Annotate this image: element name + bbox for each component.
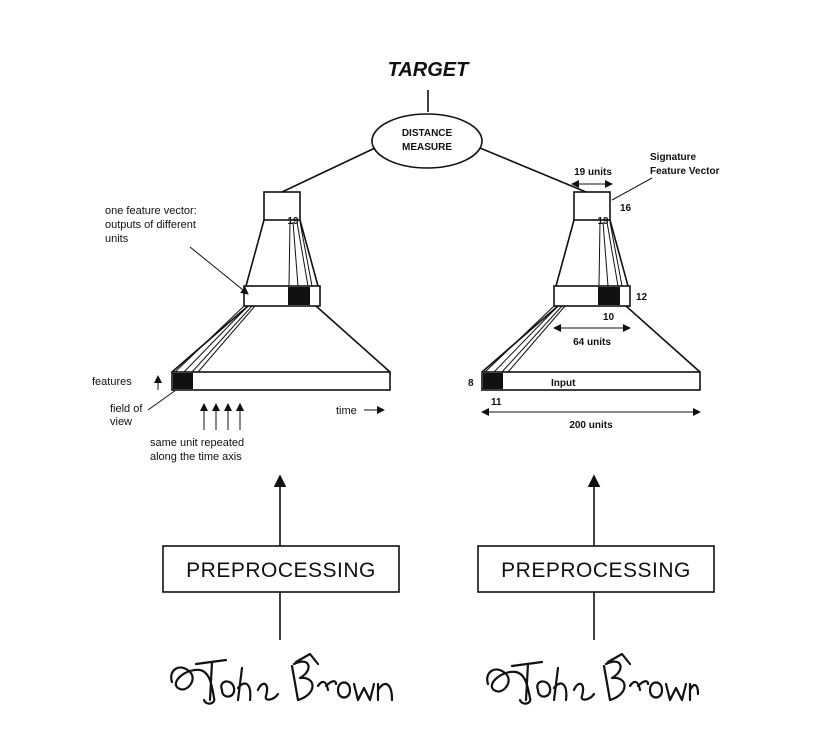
right-distance-connector — [479, 147, 587, 193]
right-preprocessing-box — [477, 545, 715, 593]
left-middle-bar-fill — [288, 287, 310, 305]
left-preprocessing-label: PREPROCESSING — [186, 559, 376, 582]
left-input-bar-fill — [173, 373, 193, 389]
left-lower-connections — [174, 305, 256, 373]
right-signature-label-2: Feature Vector — [650, 166, 720, 177]
right-middle-bar — [553, 285, 631, 307]
field-of-view-pointer — [147, 389, 177, 411]
repeated-unit-arrows — [203, 404, 240, 430]
left-upper-connections — [288, 221, 313, 287]
left-lower-trapezoid — [171, 305, 391, 373]
left-top-num: 19 — [287, 216, 299, 227]
right-200-units: 200 units — [569, 420, 613, 431]
distance-measure-label-1: DISTANCE — [402, 128, 453, 139]
right-input-bar — [481, 371, 701, 391]
right-19-units: 19 units — [574, 167, 612, 178]
right-middle-bar-fill — [598, 287, 620, 305]
left-features-label: features — [92, 376, 132, 388]
left-callout-2: outputs of different — [105, 219, 196, 231]
right-signature-label-1: Signature — [650, 152, 697, 163]
distance-measure-label-2: MEASURE — [402, 142, 452, 153]
left-distance-connector — [281, 147, 376, 193]
left-callout-3: units — [105, 233, 129, 245]
left-field-of-view-2: view — [110, 416, 132, 428]
right-num-8: 8 — [468, 378, 474, 389]
right-64-units: 64 units — [573, 337, 611, 348]
right-input-label: Input — [551, 378, 576, 389]
right-num-10: 10 — [603, 312, 615, 323]
right-network: 19 19 units Signature Feature Vector 16 … — [468, 152, 720, 431]
right-input-bar-fill — [483, 373, 503, 389]
left-middle-bar — [243, 285, 321, 307]
left-callout-1: one feature vector: — [105, 205, 197, 217]
left-input-bar — [171, 371, 391, 391]
right-upper-trapezoid — [555, 219, 629, 287]
right-num-16: 16 — [620, 203, 632, 214]
left-time-label: time — [336, 405, 357, 417]
right-upper-connections — [598, 221, 623, 287]
right-num-11: 11 — [491, 397, 502, 408]
left-field-of-view-1: field of — [110, 403, 143, 415]
distance-measure-ellipse — [371, 113, 483, 169]
left-callout-arrow — [189, 246, 249, 295]
right-top-num: 19 — [597, 216, 609, 227]
right-num-12: 12 — [636, 292, 648, 303]
right-signature-image — [486, 652, 700, 705]
right-top-box — [573, 191, 611, 221]
right-lower-connections — [484, 305, 566, 373]
left-same-unit-2: along the time axis — [150, 451, 242, 463]
left-upper-trapezoid — [245, 219, 319, 287]
target-title: TARGET — [388, 59, 471, 81]
left-top-box — [263, 191, 301, 221]
left-same-unit-1: same unit repeated — [150, 437, 244, 449]
left-preprocessing-box — [162, 545, 400, 593]
left-network: 19 one feature vector: outputs of differ… — [92, 191, 391, 463]
right-signature-pointer — [611, 177, 653, 201]
left-signature-image — [170, 652, 394, 705]
right-preprocessing-label: PREPROCESSING — [501, 559, 691, 582]
